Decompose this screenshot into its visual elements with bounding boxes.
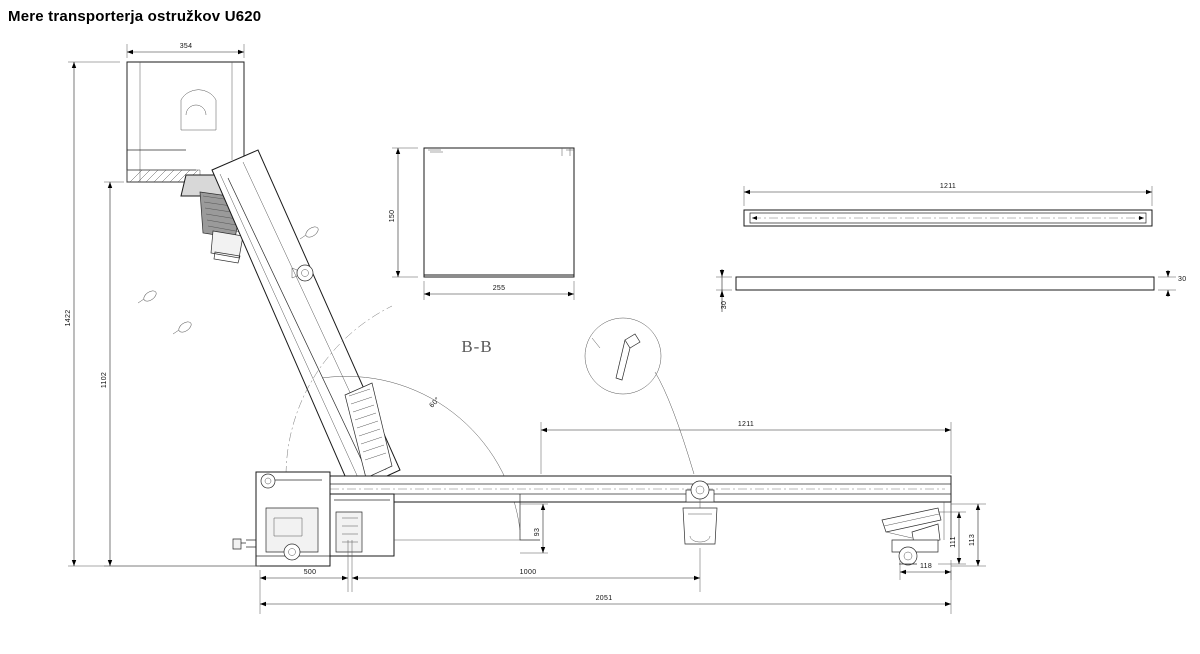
section-label: B-B [461, 337, 492, 356]
callout-leader [654, 371, 695, 475]
swing-arc [285, 305, 393, 476]
dim-wheel-offset: 118 [920, 563, 932, 570]
base-conveyor-assembly [232, 471, 952, 567]
dim-wheel-height-outer: 113 [969, 534, 976, 546]
dim-wheel-height-inner: 111 [950, 536, 957, 548]
dim-bar-length: 1211 [940, 183, 956, 190]
inclined-conveyor-assembly: 60° [126, 61, 521, 531]
dim-base-front: 500 [304, 569, 317, 576]
dim-overall-height: 1422 [65, 310, 72, 327]
dim-bar-thickness-right: 30 [1178, 276, 1186, 283]
dim-frame-height: 93 [534, 528, 541, 536]
dim-bar-thickness-left: 30 [721, 301, 728, 309]
discharge-flap [881, 507, 942, 545]
bar-edge-view: 30 30 [716, 269, 1186, 312]
dim-incline-height: 1102 [101, 372, 108, 388]
dimension-bed-length: 1211 [540, 421, 952, 474]
dimension-wheel-heights: 111 113 [938, 503, 986, 567]
dimension-group-vertical: 1422 1102 354 [65, 43, 260, 567]
dim-bed-length: 1211 [738, 421, 754, 428]
dim-section-width: 255 [493, 285, 506, 292]
dim-overall-length: 2051 [596, 595, 613, 602]
section-view-bb: B-B 150 255 [389, 147, 575, 356]
bar-plan-view: 1211 [743, 183, 1153, 227]
dimension-frame-height: 93 [520, 503, 548, 554]
detail-callout-circle [584, 317, 695, 475]
dimension-group-bottom: 500 1000 2051 118 [259, 540, 952, 614]
roller-detail [291, 264, 314, 282]
castor-wheel [891, 539, 939, 566]
dim-base-mid: 1000 [520, 569, 537, 576]
weld-symbol [137, 226, 319, 335]
dim-hopper-width: 354 [180, 43, 193, 50]
center-bracket [682, 480, 718, 545]
page-title: Mere transporterja ostružkov U620 [8, 8, 262, 25]
dim-section-height: 150 [389, 210, 396, 223]
